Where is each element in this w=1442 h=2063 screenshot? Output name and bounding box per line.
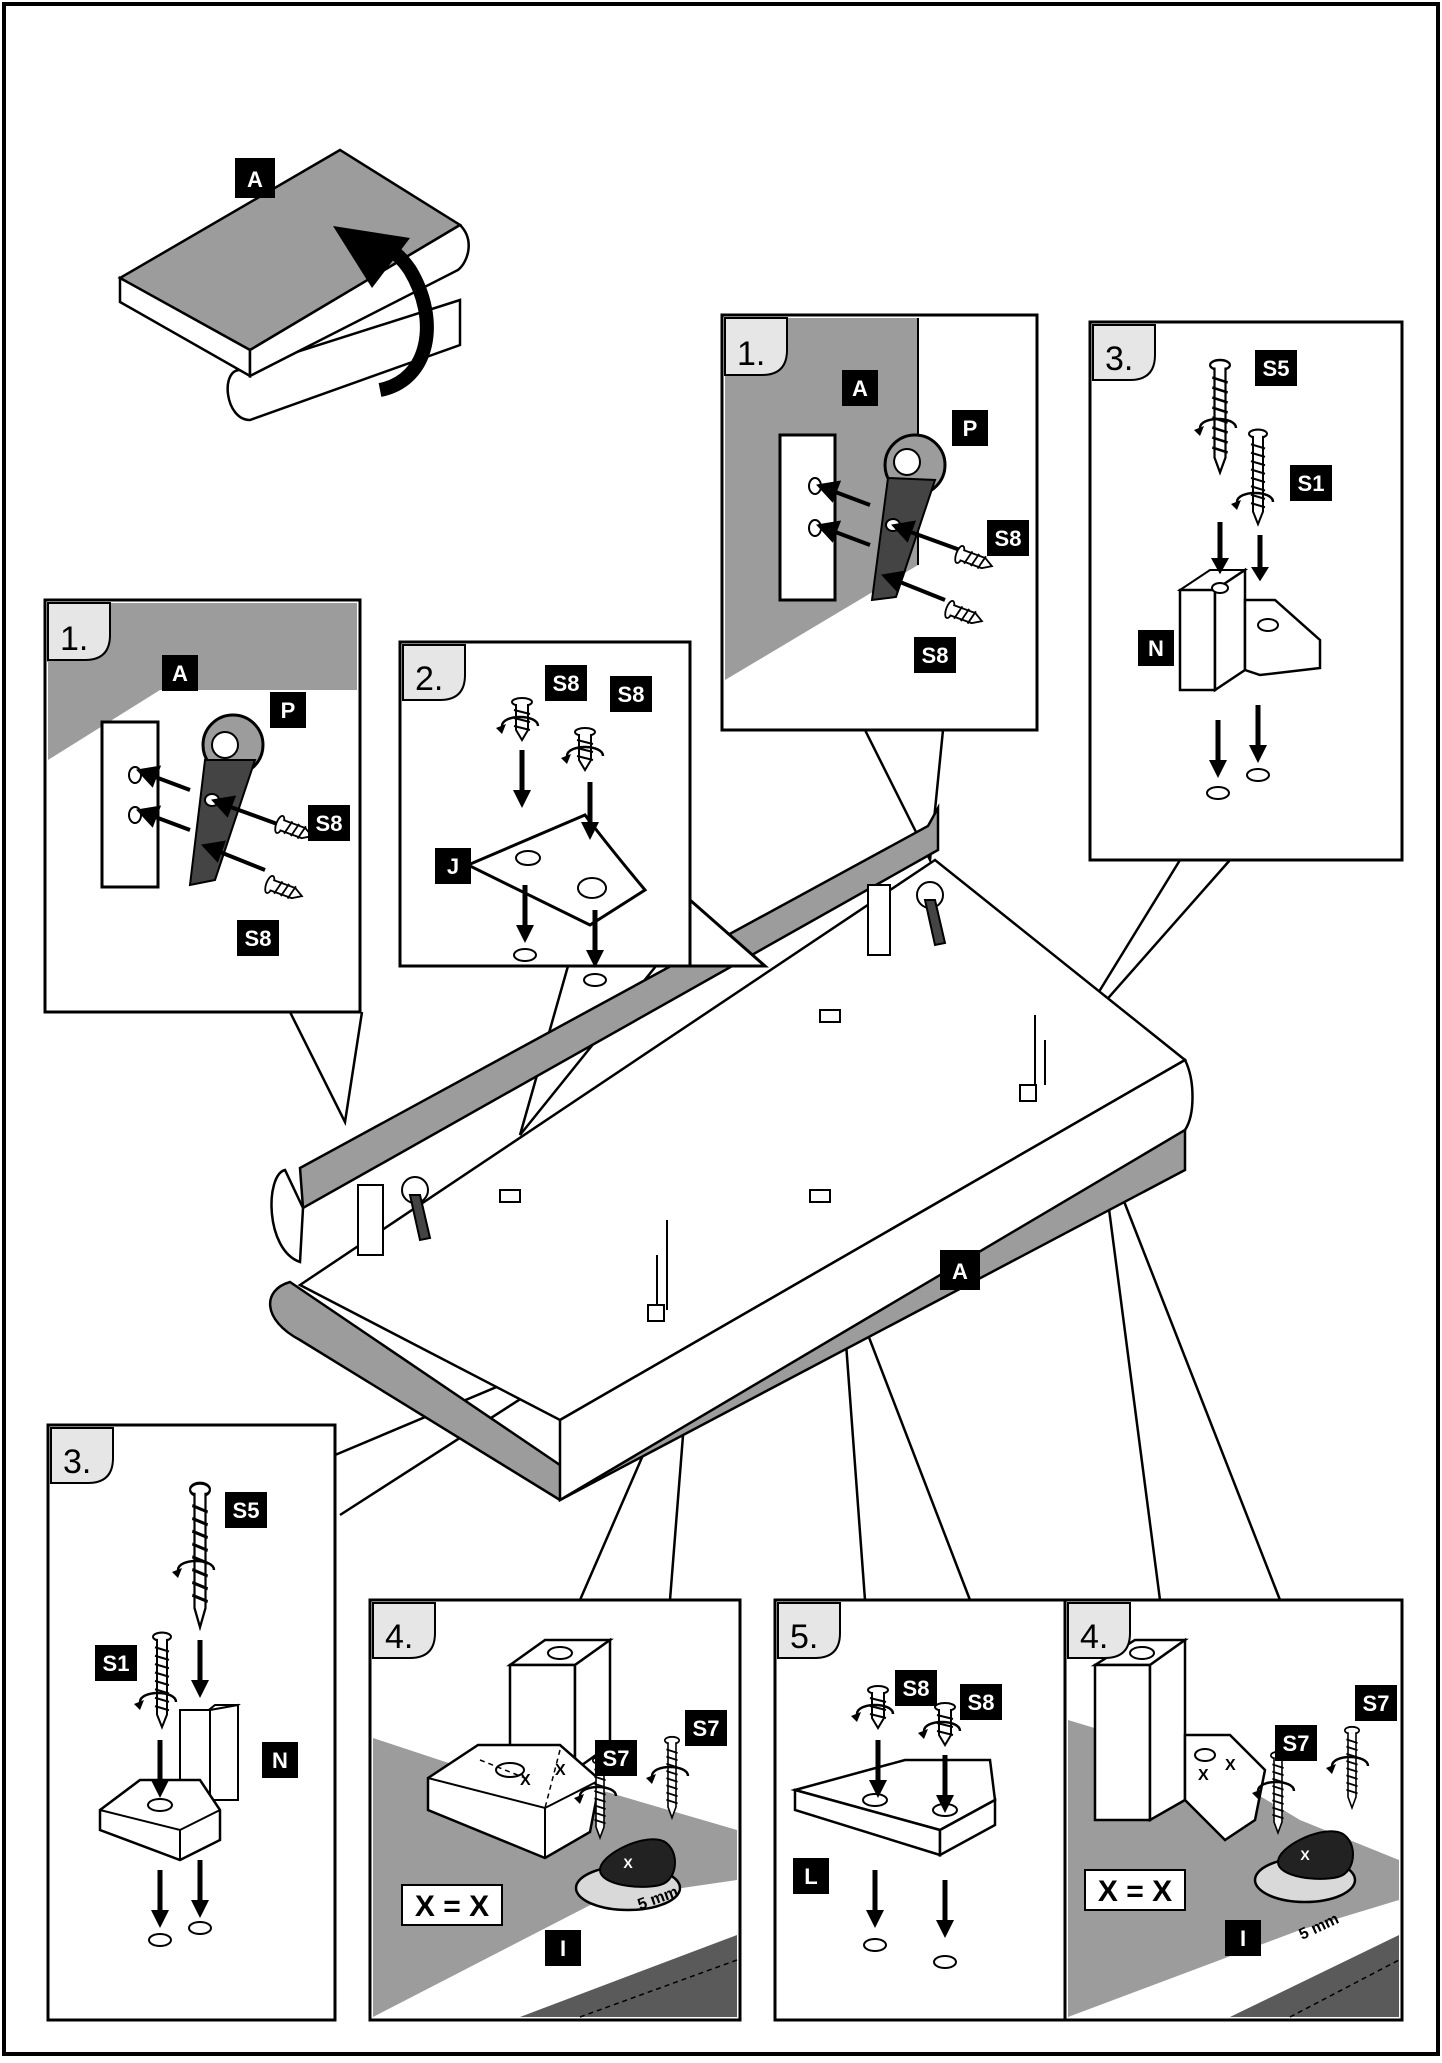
- svg-text:4.: 4.: [385, 1618, 413, 1656]
- p1r-label-s8-b: S8: [914, 637, 956, 673]
- svg-text:2.: 2.: [415, 660, 443, 698]
- step-5-badge: 5.: [777, 1602, 841, 1659]
- svg-text:S5: S5: [1263, 356, 1290, 381]
- p2-label-j: J: [435, 848, 471, 884]
- p4r-label-s7-b: S7: [1275, 1725, 1317, 1761]
- svg-text:A: A: [852, 376, 868, 401]
- step-4-right-panel: X X X 5 mm: [1063, 1598, 1404, 2022]
- svg-text:I: I: [560, 1936, 566, 1961]
- step-1-right-panel: [720, 313, 1039, 732]
- p1-label-p: P: [270, 692, 306, 728]
- svg-text:X: X: [1198, 1767, 1209, 1784]
- step-2-badge: 2.: [402, 644, 466, 701]
- p5-label-s8-a: S8: [895, 1670, 937, 1706]
- svg-text:S1: S1: [103, 1651, 130, 1676]
- step-1-left-panel: [43, 598, 362, 1014]
- p3l-label-n: N: [262, 1742, 298, 1778]
- svg-text:P: P: [281, 698, 296, 723]
- flip-board-illustration: [117, 148, 470, 422]
- svg-text:S8: S8: [968, 1690, 995, 1715]
- main-board: [268, 803, 1194, 1503]
- svg-text:A: A: [952, 1259, 968, 1284]
- svg-text:3.: 3.: [1105, 340, 1133, 378]
- svg-text:N: N: [272, 1748, 288, 1773]
- svg-text:X: X: [623, 1855, 633, 1871]
- p4l-label-i: I: [545, 1930, 581, 1966]
- p4l-label-s7-a: S7: [595, 1740, 637, 1776]
- svg-text:4.: 4.: [1080, 1618, 1108, 1656]
- svg-text:S8: S8: [316, 811, 343, 836]
- svg-text:S8: S8: [922, 643, 949, 668]
- step-3-left-badge: 3.: [50, 1427, 114, 1484]
- svg-text:J: J: [447, 854, 459, 879]
- svg-text:3.: 3.: [63, 1443, 91, 1481]
- step-3-left-panel: [46, 1423, 337, 2022]
- p5-label-s8-b: S8: [960, 1684, 1002, 1720]
- p3r-label-s1: S1: [1290, 465, 1332, 501]
- step-1-left-badge: 1.: [47, 602, 111, 661]
- p4r-label-i: I: [1225, 1920, 1261, 1956]
- svg-text:N: N: [1148, 636, 1164, 661]
- p4r-label-s7-a: S7: [1355, 1685, 1397, 1721]
- svg-text:S8: S8: [995, 526, 1022, 551]
- svg-text:S8: S8: [618, 682, 645, 707]
- p3r-label-n: N: [1138, 630, 1174, 666]
- svg-text:S7: S7: [1363, 1691, 1390, 1716]
- p4l-label-s7-b: S7: [685, 1710, 727, 1746]
- svg-text:1.: 1.: [737, 335, 765, 373]
- svg-text:S7: S7: [603, 1746, 630, 1771]
- svg-text:S1: S1: [1298, 471, 1325, 496]
- p4r-equal-box: X = X: [1084, 1869, 1186, 1911]
- p4l-equal-box: X = X: [401, 1884, 503, 1926]
- p1r-label-s8-a: S8: [987, 520, 1029, 556]
- step-3-right-badge: 3.: [1092, 324, 1156, 381]
- svg-text:X: X: [1300, 1847, 1310, 1863]
- step-1-right-badge: 1.: [724, 317, 788, 376]
- part-label-a-board: A: [940, 1250, 980, 1290]
- p5-label-l: L: [793, 1858, 829, 1894]
- svg-text:I: I: [1240, 1926, 1246, 1951]
- svg-text:S7: S7: [693, 1716, 720, 1741]
- step-4-right-badge: 4.: [1067, 1602, 1131, 1659]
- p2-label-s8-a: S8: [545, 665, 587, 701]
- svg-text:P: P: [963, 416, 978, 441]
- svg-text:S8: S8: [245, 926, 272, 951]
- svg-text:X: X: [1225, 1757, 1236, 1774]
- p1-label-s8-b: S8: [237, 920, 279, 956]
- svg-text:S5: S5: [233, 1498, 260, 1523]
- p1r-label-a: A: [842, 370, 878, 406]
- svg-text:X = X: X = X: [1098, 1875, 1172, 1908]
- p1-label-a: A: [162, 655, 198, 691]
- svg-text:A: A: [172, 661, 188, 686]
- svg-text:L: L: [804, 1864, 817, 1889]
- p3l-label-s1: S1: [95, 1645, 137, 1681]
- p1r-label-p: P: [952, 410, 988, 446]
- svg-text:A: A: [247, 167, 263, 192]
- p3l-label-s5: S5: [225, 1492, 267, 1528]
- svg-text:S7: S7: [1283, 1731, 1310, 1756]
- step-3-right-panel: [1088, 320, 1404, 862]
- p1-label-s8-a: S8: [308, 805, 350, 841]
- p3r-label-s5: S5: [1255, 350, 1297, 386]
- svg-text:5.: 5.: [790, 1618, 818, 1656]
- step-4-left-badge: 4.: [372, 1602, 436, 1659]
- p2-label-s8-b: S8: [610, 676, 652, 712]
- step-4-left-panel: X X X 5 mm: [368, 1598, 742, 2022]
- svg-text:1.: 1.: [60, 620, 88, 658]
- step-5-panel: [773, 1598, 1067, 2022]
- svg-text:X = X: X = X: [415, 1890, 489, 1923]
- svg-text:X: X: [520, 1772, 531, 1789]
- svg-text:S8: S8: [553, 671, 580, 696]
- svg-text:S8: S8: [903, 1676, 930, 1701]
- part-label-a-top: A: [235, 158, 275, 198]
- svg-text:X: X: [555, 1762, 566, 1779]
